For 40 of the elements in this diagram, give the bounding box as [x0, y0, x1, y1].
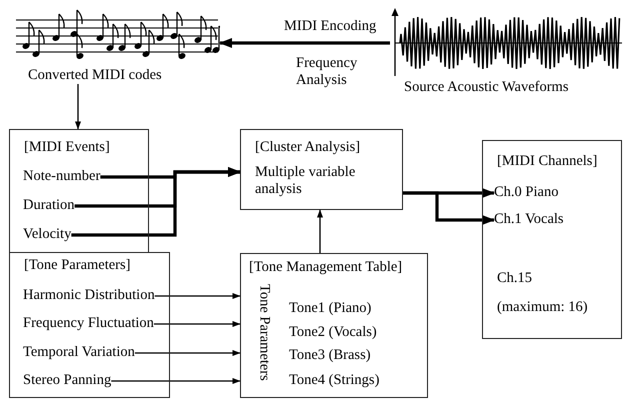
list-item: Ch.0 Piano: [494, 183, 558, 203]
box-text: Tone1 (Piano): [289, 300, 372, 318]
arrow: [219, 38, 390, 48]
arrow: [154, 321, 240, 327]
box-text: Tone2 (Vocals): [289, 324, 377, 342]
arrow: [154, 293, 240, 299]
arrow: [403, 191, 495, 225]
edge-label: MIDI Encoding: [282, 18, 378, 36]
list-item: Note-number: [23, 167, 100, 187]
label-text: Converted MIDI codes: [28, 66, 162, 84]
list-item: Harmonic Distribution: [23, 286, 155, 306]
box-text: Tone3 (Brass): [289, 347, 371, 364]
process-box: [240, 129, 403, 210]
list-item: Frequency Fluctuation: [23, 314, 154, 334]
process-box: [9, 252, 170, 398]
box-heading: [Tone Parameters]: [24, 257, 130, 274]
vertical-label: Tone Parameters: [255, 284, 272, 381]
list-item: Temporal Variation: [23, 343, 135, 363]
list-item: Velocity: [23, 225, 72, 245]
process-box: [9, 129, 149, 253]
label-text: Source Acoustic Waveforms: [404, 78, 568, 96]
list-item: Duration: [23, 196, 75, 216]
box-heading: [Tone Management Table]: [249, 259, 402, 276]
arrow: [134, 350, 240, 356]
arrow: [75, 84, 81, 130]
box-text: (maximum: 16): [497, 299, 588, 316]
list-item: Ch.1 Vocals: [494, 210, 564, 230]
box-text: Tone4 (Strings): [289, 372, 380, 390]
box-text: Multiple variable analysis: [255, 164, 356, 199]
box-heading: [Cluster Analysis]: [255, 139, 360, 156]
box-text: Ch.15: [497, 270, 532, 288]
note-text: Frequency Analysis: [296, 55, 358, 90]
box-heading: [MIDI Events]: [24, 139, 110, 156]
process-box: [482, 140, 622, 339]
table-box: [240, 253, 428, 398]
list-item: Stereo Panning: [23, 371, 112, 391]
box-heading: [MIDI Channels]: [497, 153, 598, 170]
arrow: [317, 210, 323, 253]
arrow: [71, 167, 241, 237]
arrow: [111, 378, 240, 384]
